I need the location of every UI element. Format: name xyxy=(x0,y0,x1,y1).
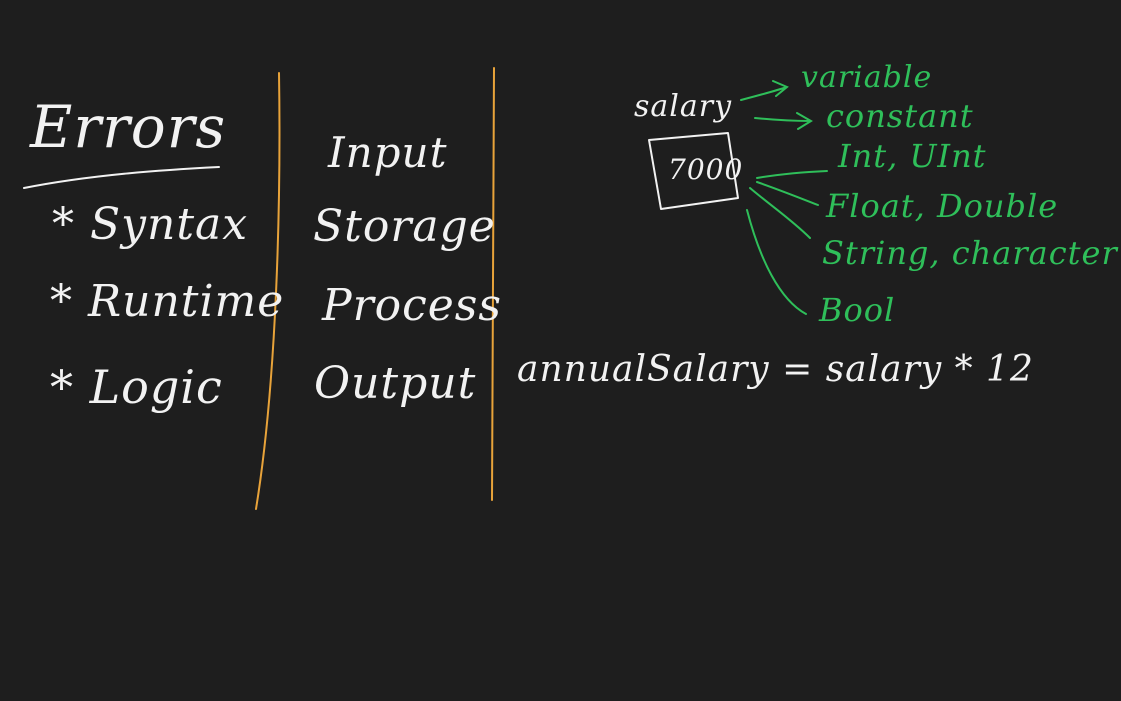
formula-text: annualSalary = salary * 12 xyxy=(517,349,1034,390)
io-step-process: Process xyxy=(322,280,502,331)
errors-underline xyxy=(23,166,220,189)
type-bool: Bool xyxy=(819,291,896,329)
branch-float xyxy=(756,181,819,206)
error-item-logic: * Logic xyxy=(50,360,223,414)
divider-left xyxy=(255,72,281,510)
errors-title: Errors xyxy=(30,93,227,161)
io-step-output: Output xyxy=(314,358,477,409)
variable-name: salary xyxy=(634,89,733,124)
arrow-to-constant xyxy=(754,112,813,130)
type-float: Float, Double xyxy=(826,187,1059,225)
io-step-storage: Storage xyxy=(313,201,496,252)
type-string: String, character xyxy=(822,234,1118,272)
type-int: Int, UInt xyxy=(838,137,987,175)
arrow-to-variable xyxy=(740,80,789,101)
error-item-syntax: * Syntax xyxy=(52,199,249,250)
variable-value: 7000 xyxy=(668,153,744,186)
kind-constant: constant xyxy=(826,97,974,135)
error-item-runtime: * Runtime xyxy=(50,276,285,327)
branch-int xyxy=(756,170,828,179)
value-box xyxy=(648,132,739,210)
kind-variable: variable xyxy=(801,60,933,95)
branch-bool xyxy=(746,209,807,315)
io-step-input: Input xyxy=(328,128,448,177)
branch-string xyxy=(749,187,811,239)
divider-right xyxy=(491,67,495,501)
